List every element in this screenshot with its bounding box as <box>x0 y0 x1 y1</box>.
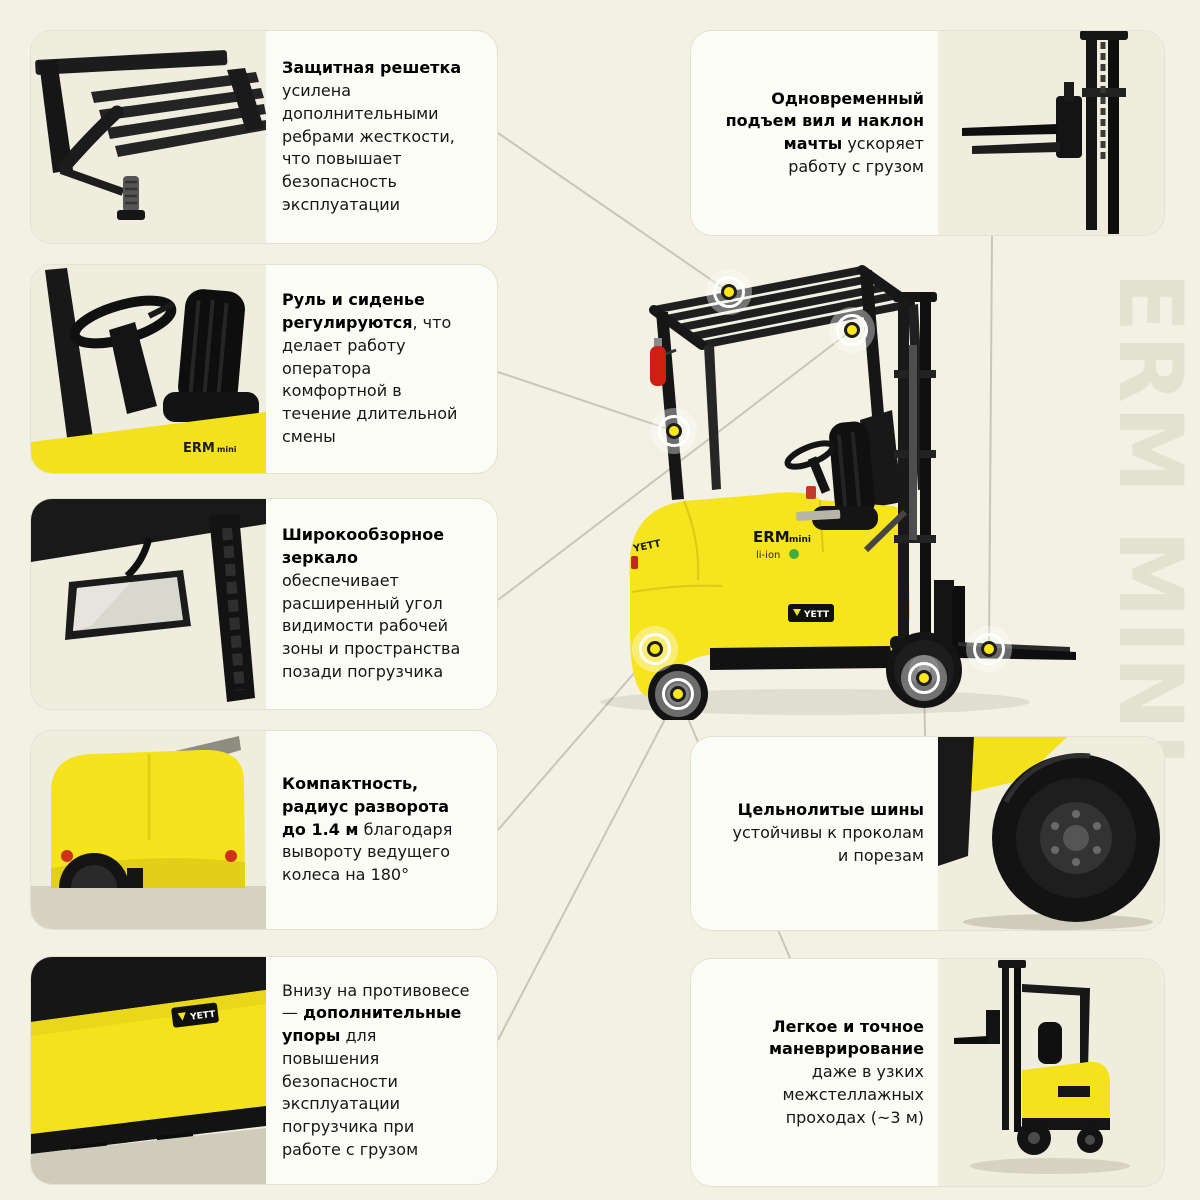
feature-bold: дополнительные упоры <box>282 1003 462 1046</box>
mini-forklift-illustration <box>954 960 1130 1174</box>
marker-rear-pillar[interactable] <box>651 408 697 454</box>
feature-card-turning-radius: Компактность, радиус разворота до 1.4 м … <box>30 730 498 930</box>
marker-ring <box>973 633 1005 665</box>
watermark-text: ERM MINI <box>1099 272 1200 769</box>
marker-dot <box>721 284 737 300</box>
steering-seat-illustration: ERM mini <box>31 268 266 473</box>
feature-bold: Легкое и точное маневрирование <box>768 1016 924 1059</box>
marker-ring <box>836 314 868 346</box>
feature-bold: Одновременный подъем вил и наклон мачты <box>725 88 924 153</box>
feature-bold: Руль и сиденье регулируются <box>282 290 425 333</box>
marker-ring <box>639 633 671 665</box>
feature-suffix: усилена дополнительными ребрами жесткост… <box>282 81 455 214</box>
feature-bold: Компактность, радиус разворота до 1.4 м <box>282 774 450 839</box>
overhead-guard-illustration <box>35 50 266 220</box>
mast-forks-photo <box>938 31 1164 235</box>
feature-bold: Цельнолитые шины <box>737 800 924 820</box>
feature-suffix: благодаря вывороту ведущего колеса на 18… <box>282 819 453 885</box>
feature-card-mirror: Широкообзорное зеркало обеспечивает расш… <box>30 498 498 710</box>
feature-suffix: обеспечивает расширенный угол видимости … <box>282 570 461 681</box>
feature-suffix: , что делает работу оператора комфортной… <box>282 313 458 446</box>
mast-forks-illustration <box>962 31 1128 234</box>
marker-forks[interactable] <box>966 626 1012 672</box>
protective-grille-photo <box>31 31 266 243</box>
counterweight-rear-photo <box>31 731 266 929</box>
marker-dot <box>981 641 997 657</box>
brand-label: YETT <box>803 610 830 620</box>
marker-dot <box>647 641 663 657</box>
feature-text-wheel-seat: Руль и сиденье регулируются, что делает … <box>266 265 497 473</box>
feature-suffix: ускоряет работу с грузом <box>788 134 924 176</box>
marker-drive-wheel[interactable] <box>655 671 701 717</box>
marker-ring <box>658 415 690 447</box>
underside-supports-photo: YETT <box>31 957 266 1184</box>
feature-text-mast-lift: Одновременный подъем вил и наклон мачты … <box>691 31 938 235</box>
feature-card-maneuvering: Легкое и точное маневрирование даже в уз… <box>690 958 1165 1187</box>
brand-label: YETT <box>189 1010 217 1023</box>
feature-suffix: даже в узких межстеллажных проходах (~3 … <box>782 1062 924 1127</box>
seat-model-label: ERM <box>183 441 215 456</box>
tire-illustration <box>938 737 1160 930</box>
steering-seat-photo: ERM mini <box>31 265 266 473</box>
marker-mast-top[interactable] <box>829 307 875 353</box>
brand-plate: YETT <box>171 1002 219 1028</box>
seat-model-suffix-label: mini <box>217 445 237 454</box>
feature-suffix: устойчивы к проколам и порезам <box>732 823 924 865</box>
marker-dot <box>666 423 682 439</box>
feature-text-maneuvering: Легкое и точное маневрирование даже в уз… <box>691 959 938 1186</box>
feature-card-solid-tires: Цельнолитые шины устойчивы к проколам и … <box>690 736 1165 931</box>
feature-card-supports: YETT Внизу на противовесе — дополнительн… <box>30 956 498 1185</box>
connector-line <box>497 693 679 1041</box>
marker-counterweight[interactable] <box>632 626 678 672</box>
feature-bold: Защитная решетка <box>282 58 462 78</box>
feature-prefix: Внизу на противовесе — <box>282 980 470 1023</box>
leaf-icon <box>789 549 799 559</box>
marker-overhead-guard[interactable] <box>706 269 752 315</box>
mirror-illustration <box>31 499 266 702</box>
battery-label: li-ion <box>756 550 780 561</box>
feature-card-protective-grille: Защитная решетка усилена дополнительными… <box>30 30 498 244</box>
mirror-photo <box>31 499 266 709</box>
feature-card-wheel-seat: ERM mini Руль и сиденье регулируются, чт… <box>30 264 498 474</box>
feature-text-mirror: Широкообзорное зеркало обеспечивает расш… <box>266 499 497 709</box>
feature-text-solid-tires: Цельнолитые шины устойчивы к проколам и … <box>691 737 938 930</box>
underside-supports-illustration: YETT <box>31 957 266 1184</box>
mini-forklift-photo <box>938 959 1164 1186</box>
counterweight-rear-illustration <box>31 736 266 929</box>
feature-suffix: для повышения безопасности эксплуатации … <box>282 1026 419 1159</box>
side-model-suffix-label: mini <box>789 535 811 545</box>
tire-photo <box>938 737 1164 930</box>
feature-text-turning-radius: Компактность, радиус разворота до 1.4 м … <box>266 731 497 929</box>
brand-plate: YETT <box>788 604 834 622</box>
marker-front-wheel[interactable] <box>901 655 947 701</box>
marker-dot <box>916 670 932 686</box>
side-model-label: ERM <box>753 528 790 546</box>
marker-ring <box>908 662 940 694</box>
marker-ring <box>713 276 745 308</box>
feature-bold: Широкообзорное зеркало <box>282 525 445 568</box>
marker-ring <box>662 678 694 710</box>
marker-dot <box>670 686 686 702</box>
feature-text-supports: Внизу на противовесе — дополнительные уп… <box>266 957 497 1184</box>
feature-card-mast-lift: Одновременный подъем вил и наклон мачты … <box>690 30 1165 236</box>
feature-text-protective-grille: Защитная решетка усилена дополнительными… <box>266 31 497 243</box>
marker-dot <box>844 322 860 338</box>
